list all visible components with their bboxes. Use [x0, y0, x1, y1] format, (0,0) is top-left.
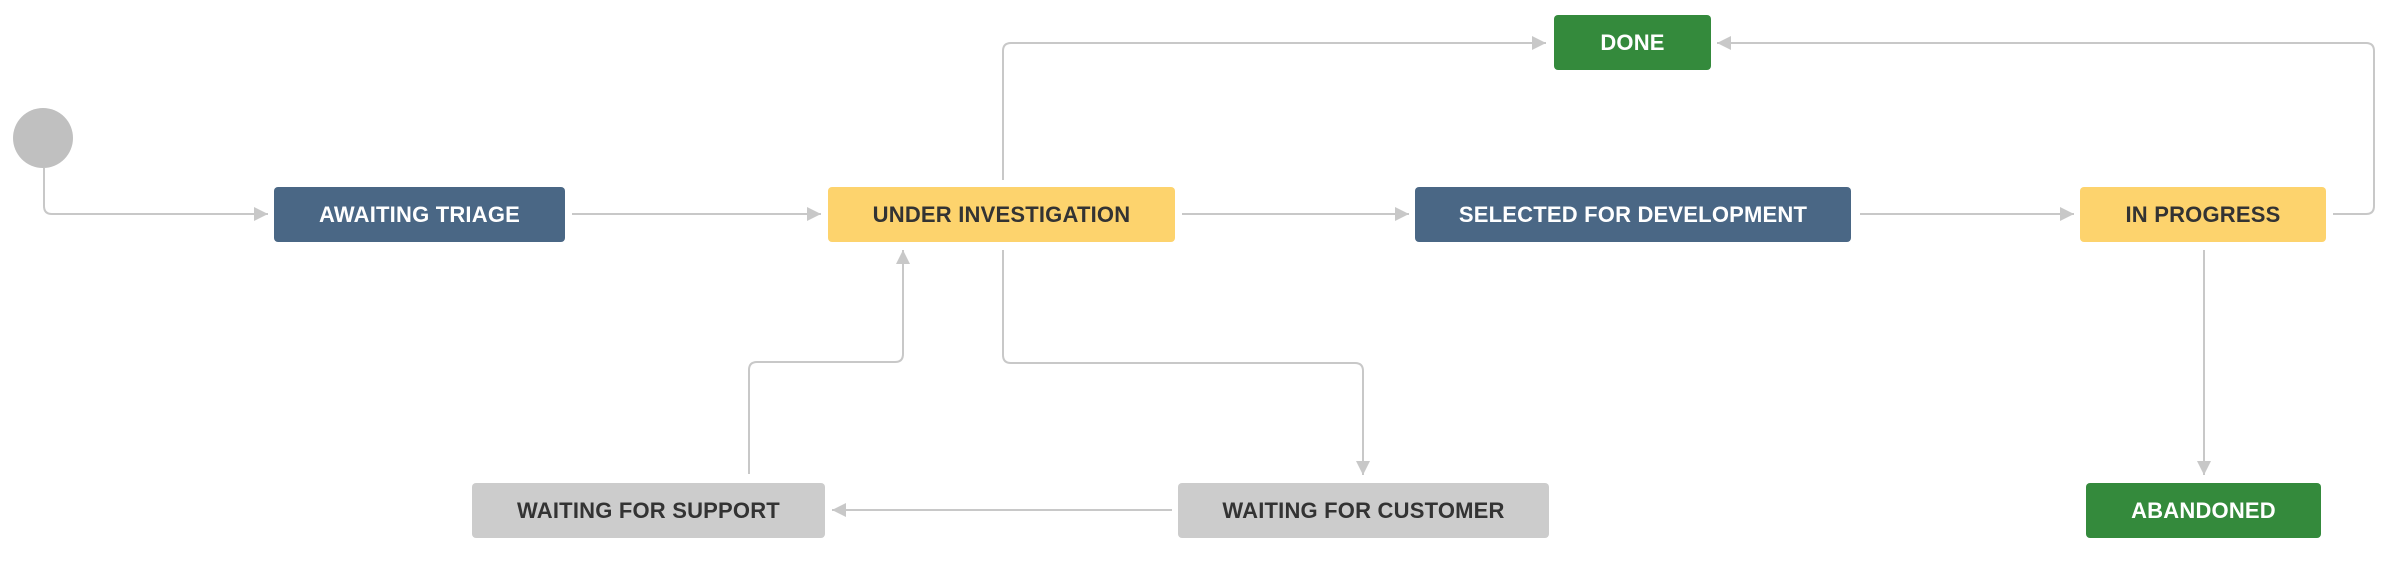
status-done[interactable]: DONE [1554, 15, 1711, 70]
transition-under-investigation-to-done [1002, 36, 1546, 180]
transition-under-investigation-to-waiting-customer [1002, 250, 1370, 475]
transition-waiting-support-to-under-investigation [748, 250, 910, 474]
status-waiting-for-support[interactable]: WAITING FOR SUPPORT [472, 483, 825, 538]
status-under-investigation[interactable]: UNDER INVESTIGATION [828, 187, 1175, 242]
workflow-start-node [13, 108, 73, 168]
status-awaiting-triage[interactable]: AWAITING TRIAGE [274, 187, 565, 242]
transition-start-to-awaiting-triage [43, 168, 268, 221]
status-selected-for-development[interactable]: SELECTED FOR DEVELOPMENT [1415, 187, 1851, 242]
transition-in-progress-to-done [1717, 36, 2375, 215]
status-in-progress[interactable]: IN PROGRESS [2080, 187, 2326, 242]
status-waiting-for-customer[interactable]: WAITING FOR CUSTOMER [1178, 483, 1549, 538]
status-abandoned[interactable]: ABANDONED [2086, 483, 2321, 538]
